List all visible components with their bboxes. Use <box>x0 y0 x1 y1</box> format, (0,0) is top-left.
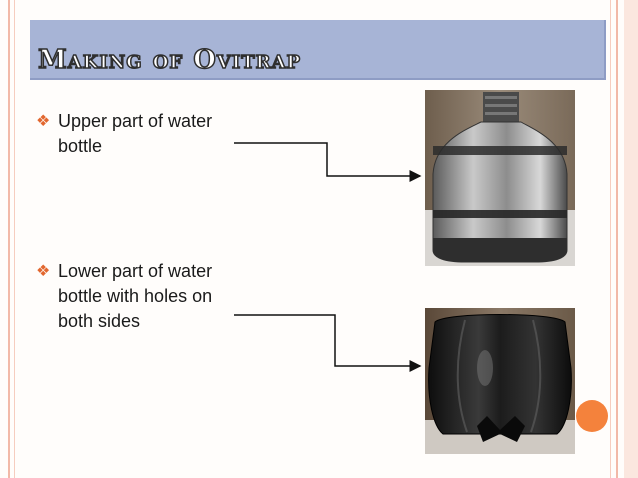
upper-bottle-photo <box>425 90 575 266</box>
arrow-upper <box>234 142 422 182</box>
bullet-1-line-2: bottle <box>58 136 103 156</box>
accent-circle <box>576 400 608 432</box>
bullet-2-line-1: Lower part of water <box>58 261 213 281</box>
right-border-line <box>616 0 618 478</box>
left-border-line <box>8 0 10 478</box>
right-border-band <box>624 0 638 478</box>
bullet-1-line-1: Upper part of water <box>58 111 213 131</box>
right-border-line-thin <box>610 0 611 478</box>
left-border-line-thin <box>14 0 15 478</box>
bullet-2-line-2: bottle with holes on <box>58 286 213 306</box>
title-bar <box>30 20 606 80</box>
lower-bottle-photo <box>425 308 575 454</box>
bullet-2-line-3: both sides <box>58 311 141 331</box>
bullet-icon: ❖ <box>36 113 51 130</box>
arrow-lower <box>234 314 422 372</box>
bullet-icon: ❖ <box>36 263 51 280</box>
slide-title: Making of Ovitrap <box>37 44 302 76</box>
